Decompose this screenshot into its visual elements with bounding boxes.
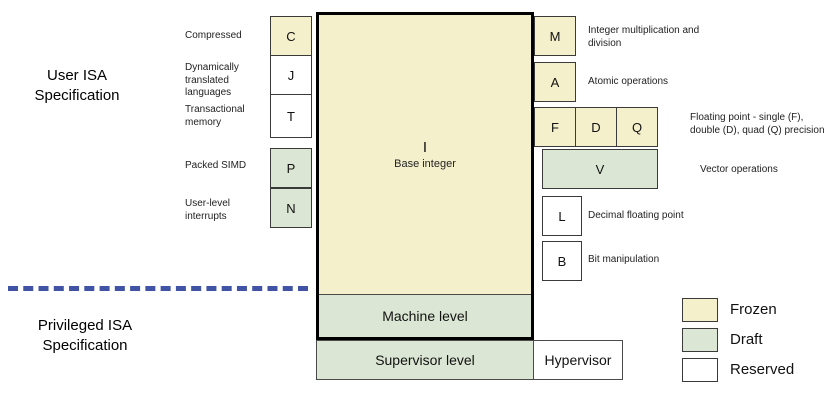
machine-level-box: Machine level — [319, 294, 531, 337]
ext-box-L: L — [542, 196, 582, 236]
base-integer-box: I Base integer — [319, 15, 531, 294]
ext-desc-packed-simd: Packed SIMD — [185, 160, 247, 171]
ext-box-D: D — [575, 107, 617, 147]
ext-box-J: J — [270, 55, 312, 95]
ext-desc-decimal-fp: Decimal floating point — [588, 210, 684, 221]
ext-desc-floating-point: Floating point - single (F), double (D),… — [690, 112, 825, 136]
ext-desc-mul-div: Integer multiplication and division — [588, 25, 700, 49]
base-name: Base integer — [394, 158, 456, 170]
ext-desc-dyn-translated: Dynamically translated languages — [185, 62, 239, 98]
ext-box-P: P — [270, 148, 312, 188]
ext-desc-transactional-memory: Transactional memory — [185, 104, 245, 128]
legend-label-frozen: Frozen — [730, 301, 777, 318]
base-integer-block: I Base integer Machine level — [316, 12, 534, 340]
ext-box-T: T — [270, 94, 312, 138]
ext-desc-compressed: Compressed — [185, 30, 242, 41]
legend-swatch-frozen — [682, 298, 718, 322]
privileged-isa-section-label: Privileged ISA Specification — [37, 317, 133, 354]
base-letter: I — [422, 139, 428, 156]
supervisor-level-box: Supervisor level — [316, 340, 534, 380]
legend-label-reserved: Reserved — [730, 361, 795, 378]
ext-box-V: V — [542, 149, 658, 189]
ext-box-N: N — [270, 188, 312, 228]
ext-box-Q: Q — [616, 107, 658, 147]
user-isa-section-label: User ISA Specification — [34, 67, 120, 104]
hypervisor-box: Hypervisor — [533, 340, 623, 380]
user-privileged-divider-line — [8, 286, 308, 291]
legend-swatch-reserved — [682, 358, 718, 382]
ext-desc-vector: Vector operations — [700, 164, 778, 175]
ext-box-M: M — [534, 16, 576, 56]
ext-box-F: F — [534, 107, 576, 147]
legend-label-draft: Draft — [730, 331, 763, 348]
ext-desc-atomic: Atomic operations — [588, 76, 669, 87]
ext-desc-user-interrupts: User-level interrupts — [185, 198, 231, 222]
legend-swatch-draft — [682, 328, 718, 352]
ext-box-A: A — [534, 62, 576, 102]
ext-box-B: B — [542, 241, 582, 281]
ext-box-C: C — [270, 16, 312, 56]
ext-desc-bit-manipulation: Bit manipulation — [588, 254, 660, 265]
